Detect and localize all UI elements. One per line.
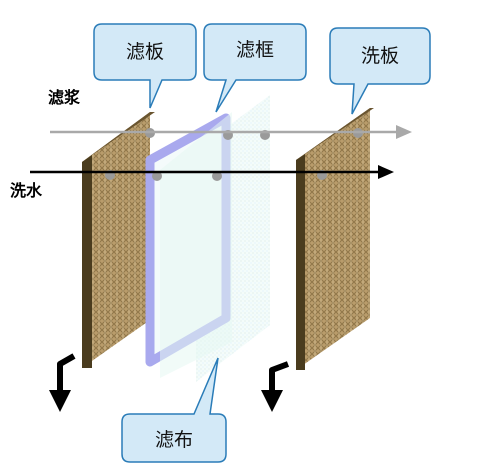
slurry-arrow bbox=[50, 125, 412, 139]
wash-water-arrow bbox=[30, 165, 394, 179]
callout-wash-plate: 洗板 bbox=[329, 27, 431, 115]
right-wash-plate bbox=[296, 108, 374, 370]
label-slurry: 滤浆 bbox=[48, 88, 81, 107]
left-outlet-arrow bbox=[49, 353, 76, 412]
label-filter-frame: 滤框 bbox=[236, 39, 274, 61]
hole bbox=[212, 171, 222, 181]
callout-filter-cloth: 滤布 bbox=[121, 357, 227, 463]
right-outlet-arrow bbox=[261, 361, 290, 412]
label-wash-plate: 洗板 bbox=[361, 45, 399, 67]
callout-filter-frame: 滤框 bbox=[203, 23, 307, 113]
left-filter-plate bbox=[82, 112, 155, 368]
hole bbox=[152, 171, 162, 181]
label-filter-cloth: 滤布 bbox=[155, 429, 193, 451]
label-filter-plate: 滤板 bbox=[126, 41, 164, 63]
callout-filter-plate: 滤板 bbox=[93, 23, 197, 109]
label-wash-water: 洗水 bbox=[10, 181, 43, 200]
